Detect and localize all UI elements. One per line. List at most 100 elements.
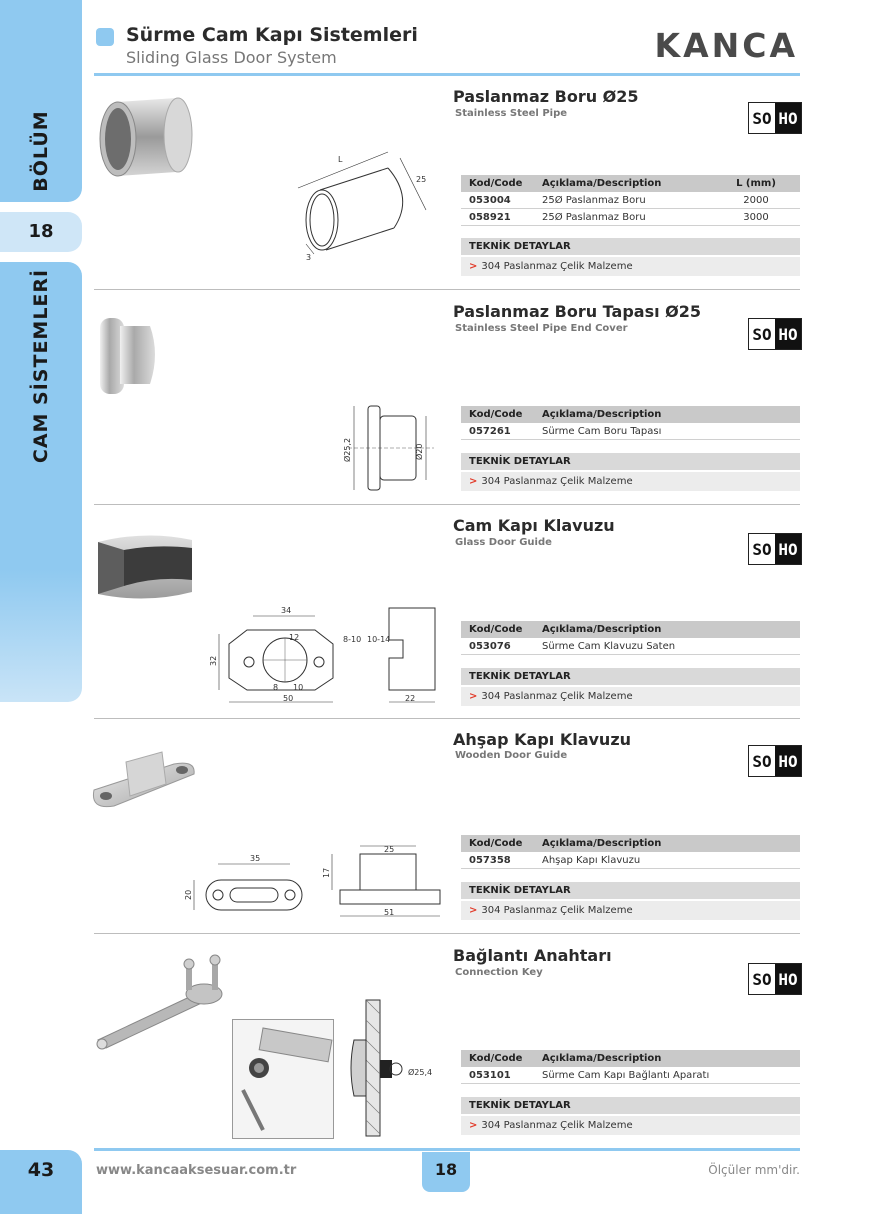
dim-w51-label: 51 — [384, 908, 394, 917]
product-title: Ahşap Kapı Klavuzu — [453, 730, 632, 749]
col-length: L (mm) — [712, 175, 800, 192]
technical-header: TEKNİK DETAYLAR — [461, 453, 800, 470]
footer-divider — [94, 1148, 800, 1151]
footer-page-number: 18 — [422, 1152, 470, 1192]
col-description: Açıklama/Description — [534, 406, 800, 423]
section-number-tab — [0, 212, 82, 252]
col-code: Kod/Code — [461, 835, 534, 852]
arrow-icon: > — [469, 1120, 478, 1131]
page-subtitle: Sliding Glass Door System — [126, 48, 337, 67]
dim-gap1-label: 8-10 — [343, 635, 361, 644]
product-subtitle: Wooden Door Guide — [455, 750, 568, 761]
dim-d-label: 25 — [416, 175, 426, 184]
col-description: Açıklama/Description — [534, 835, 800, 852]
connection-key-drawing: Ø25,4 — [350, 999, 432, 1137]
material-row: >304 Paslanmaz Çelik Malzeme — [461, 1116, 800, 1135]
product-subtitle: Glass Door Guide — [455, 537, 552, 548]
section-divider — [94, 504, 800, 505]
product-title: Bağlantı Anahtarı — [453, 946, 612, 965]
units-note: Ölçüler mm'dir. — [708, 1163, 800, 1177]
arrow-icon: > — [469, 476, 478, 487]
table-row: 053004 25Ø Paslanmaz Boru 2000 — [461, 192, 800, 209]
category-label: CAM SİSTEMLERİ — [30, 268, 52, 464]
spec-table: Kod/Code Açıklama/Description 057358 Ahş… — [461, 835, 800, 869]
material-row: >304 Paslanmaz Çelik Malzeme — [461, 687, 800, 706]
product-title: Paslanmaz Boru Tapası Ø25 — [453, 302, 702, 321]
dim-d12-label: 12 — [289, 633, 299, 642]
technical-header: TEKNİK DETAYLAR — [461, 238, 800, 255]
connection-key-usage-photo — [232, 1019, 334, 1139]
section-number: 18 — [28, 221, 54, 242]
technical-header: TEKNİK DETAYLAR — [461, 1097, 800, 1114]
wooden-guide-photo — [92, 751, 195, 808]
connection-key-photo — [96, 954, 223, 1050]
pipe-photo — [99, 97, 193, 177]
dim-h17-label: 17 — [322, 868, 331, 878]
table-row: 053101 Sürme Cam Kapı Bağlantı Aparatı — [461, 1067, 800, 1084]
product-title: Cam Kapı Klavuzu — [453, 516, 615, 535]
col-description: Açıklama/Description — [534, 621, 800, 638]
page-number: 43 — [27, 1159, 55, 1181]
product-title: Paslanmaz Boru Ø25 — [453, 87, 639, 106]
wooden-guide-drawing: 35 20 25 17 51 — [184, 845, 441, 917]
table-row: 057261 Sürme Cam Boru Tapası — [461, 423, 800, 440]
table-row: 053076 Sürme Cam Klavuzu Saten — [461, 638, 800, 655]
dim-w50-label: 50 — [283, 694, 293, 703]
section-divider — [94, 718, 800, 719]
technical-header: TEKNİK DETAYLAR — [461, 882, 800, 899]
end-cover-drawing: Ø25,2 Ø20 — [342, 405, 434, 491]
spec-table: Kod/Code Açıklama/Description 053101 Sür… — [461, 1050, 800, 1084]
dim-h20-label: 20 — [184, 890, 193, 900]
section-divider — [94, 289, 800, 290]
header-divider — [94, 73, 800, 76]
arrow-icon: > — [469, 691, 478, 702]
product-subtitle: Connection Key — [455, 967, 543, 978]
col-description: Açıklama/Description — [534, 175, 712, 192]
dim-t-label: 3 — [306, 253, 311, 262]
table-row: 058921 25Ø Paslanmaz Boru 3000 — [461, 208, 800, 226]
dim-outer-label: Ø25,2 — [342, 438, 352, 462]
material-row: >304 Paslanmaz Çelik Malzeme — [461, 901, 800, 920]
website-link[interactable]: www.kancaaksesuar.com.tr — [96, 1163, 297, 1178]
section-label: BÖLÜM — [30, 110, 52, 192]
product-subtitle: Stainless Steel Pipe End Cover — [455, 323, 628, 334]
dim-w34-label: 34 — [281, 606, 291, 615]
glass-guide-drawing: 34 32 50 12 8 10 8-10 10-14 22 — [209, 606, 436, 703]
end-cover-photo — [100, 318, 155, 394]
dim-gap2-label: 10-14 — [367, 635, 390, 644]
page-title: Sürme Cam Kapı Sistemleri — [126, 24, 418, 46]
table-row: 057358 Ahşap Kapı Klavuzu — [461, 852, 800, 869]
dim-diameter-label: Ø25,4 — [408, 1067, 432, 1077]
spec-table: Kod/Code Açıklama/Description L (mm) 053… — [461, 175, 800, 226]
dim-w35-label: 35 — [250, 854, 260, 863]
dim-d10-label: 10 — [293, 683, 303, 692]
dim-inner-label: Ø20 — [414, 444, 424, 460]
col-code: Kod/Code — [461, 406, 534, 423]
dim-w22-label: 22 — [405, 694, 415, 703]
page-number-tab — [0, 1150, 82, 1214]
sidebar: BÖLÜM 18 CAM SİSTEMLERİ 43 — [0, 0, 82, 1214]
col-code: Kod/Code — [461, 621, 534, 638]
material-row: >304 Paslanmaz Çelik Malzeme — [461, 257, 800, 276]
dim-d8-label: 8 — [273, 683, 278, 692]
spec-table: Kod/Code Açıklama/Description 057261 Sür… — [461, 406, 800, 440]
dim-w25-label: 25 — [384, 845, 394, 854]
pipe-drawing: L 25 3 — [297, 151, 427, 262]
arrow-icon: > — [469, 261, 478, 272]
category-tab — [0, 262, 82, 702]
col-code: Kod/Code — [461, 175, 534, 192]
col-description: Açıklama/Description — [534, 1050, 800, 1067]
dim-l-label: L — [338, 155, 343, 164]
glass-guide-photo — [98, 535, 192, 599]
material-row: >304 Paslanmaz Çelik Malzeme — [461, 472, 800, 491]
header-square-icon — [96, 28, 114, 46]
product-subtitle: Stainless Steel Pipe — [455, 108, 568, 119]
spec-table: Kod/Code Açıklama/Description 053076 Sür… — [461, 621, 800, 655]
section-tab — [0, 0, 82, 202]
technical-header: TEKNİK DETAYLAR — [461, 668, 800, 685]
